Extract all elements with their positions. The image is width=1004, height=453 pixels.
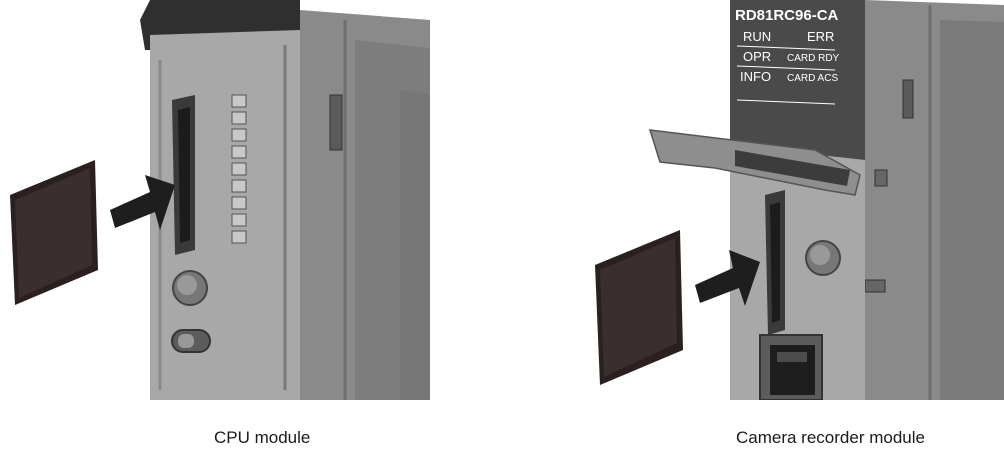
led-label-opr: OPR xyxy=(743,49,771,64)
led-label-info: INFO xyxy=(740,69,771,84)
camera-recorder-illustration: RD81RC96-CA RUN ERR OPR CARD RDY INFO CA… xyxy=(585,0,1004,400)
led-label-card-rdy: CARD RDY xyxy=(787,53,840,64)
led-column xyxy=(232,95,246,243)
camera-round-button xyxy=(806,241,840,275)
cpu-module-illustration xyxy=(0,0,430,400)
model-name: RD81RC96-CA xyxy=(735,7,839,24)
side-connector xyxy=(330,95,342,150)
cpu-module-figure xyxy=(0,0,430,400)
camera-recorder-module-figure: RD81RC96-CA RUN ERR OPR CARD RDY INFO CA… xyxy=(585,0,1004,400)
ethernet-port xyxy=(760,335,822,400)
led-label-run: RUN xyxy=(743,29,771,44)
led-label-card-acs: CARD ACS xyxy=(787,73,838,84)
caption-cpu-module: CPU module xyxy=(214,428,310,448)
caption-camera-recorder-module: Camera recorder module xyxy=(736,428,925,448)
cpu-toggle-switch xyxy=(172,330,210,352)
led-label-err: ERR xyxy=(807,29,834,44)
cpu-round-button xyxy=(173,271,207,305)
